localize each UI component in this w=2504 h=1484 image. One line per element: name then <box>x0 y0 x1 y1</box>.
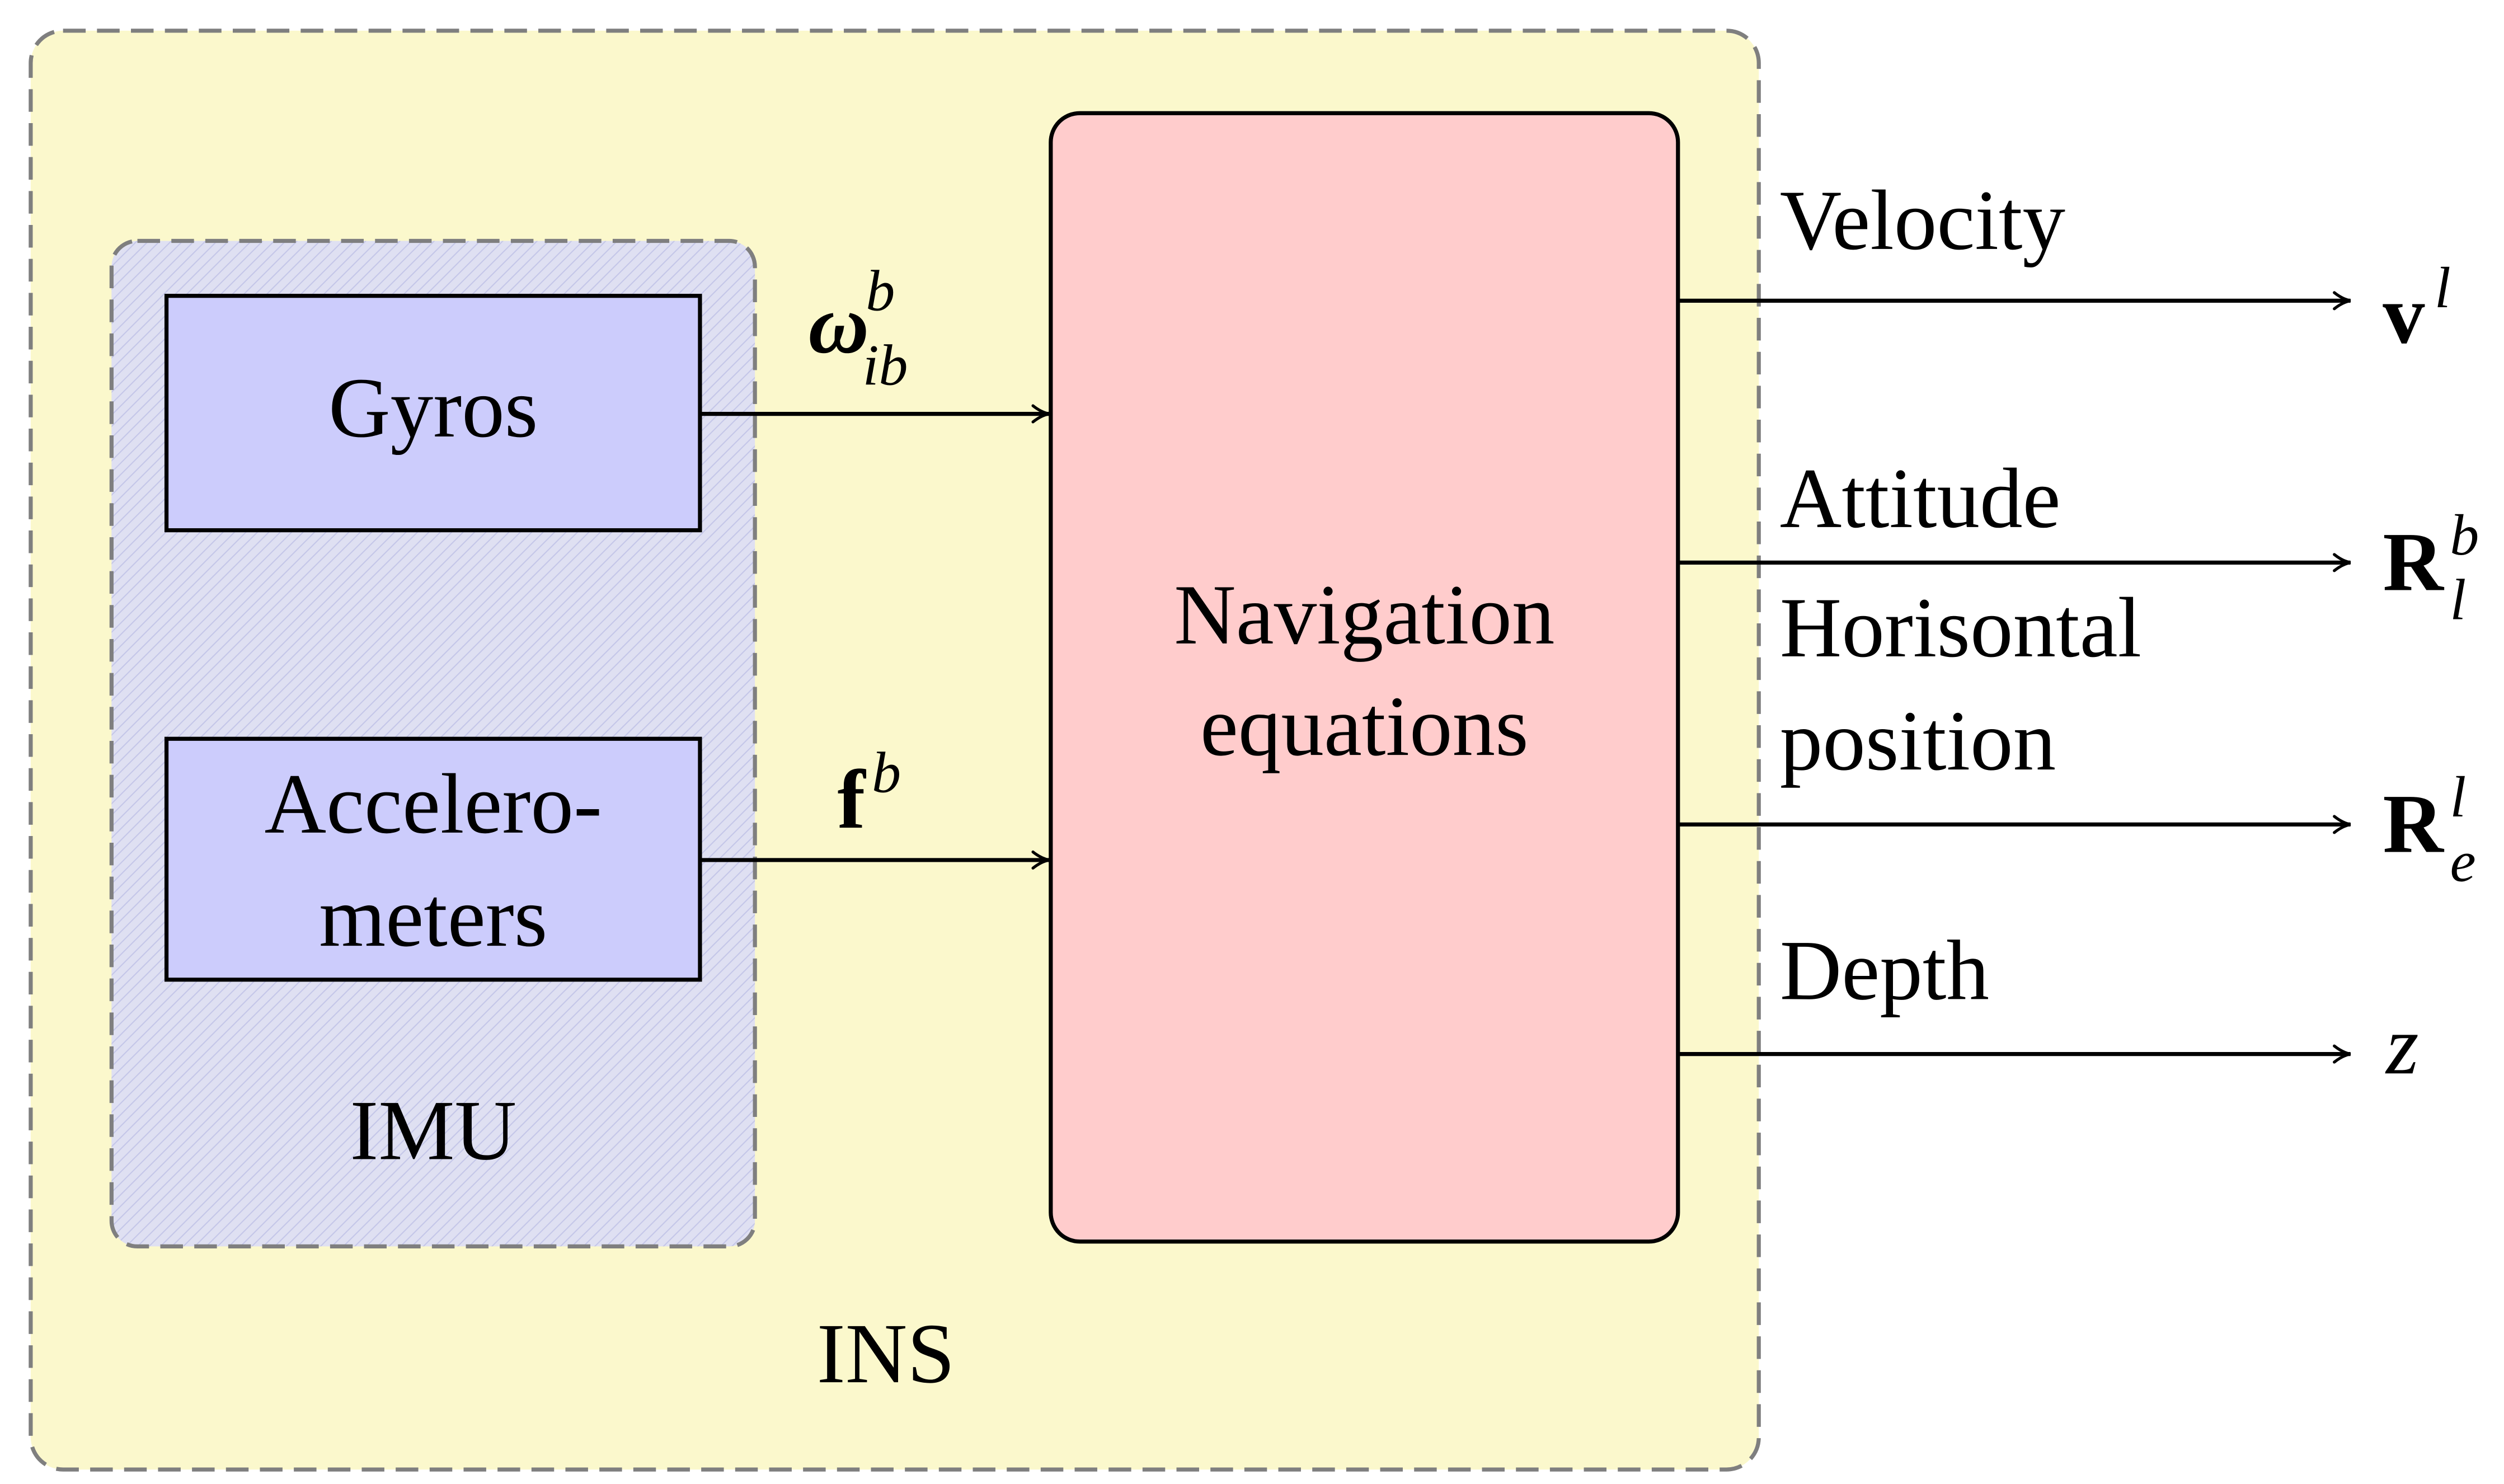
velocity-label: Velocity <box>1780 173 2065 268</box>
gyros-label: Gyros <box>328 361 538 455</box>
horizontal-position-label-line2: position <box>1780 694 2056 788</box>
navigation-label-line2: equations <box>1200 679 1529 774</box>
attitude-label: Attitude <box>1780 452 2061 546</box>
ins-label: INS <box>817 1307 955 1401</box>
horizontal-position-label-line1: Horisontal <box>1780 581 2141 675</box>
depth-label: Depth <box>1780 923 1989 1018</box>
navigation-box <box>1049 111 1680 1244</box>
navigation-label-line1: Navigation <box>1174 568 1554 663</box>
accelerometers-label-line2: meters <box>319 870 547 965</box>
depth-symbol: z <box>2385 999 2418 1092</box>
accelerometers-box <box>164 736 702 982</box>
accelerometers-label-line1: Accelero- <box>265 757 602 852</box>
imu-label: IMU <box>350 1083 516 1178</box>
gyros-box <box>164 294 702 533</box>
